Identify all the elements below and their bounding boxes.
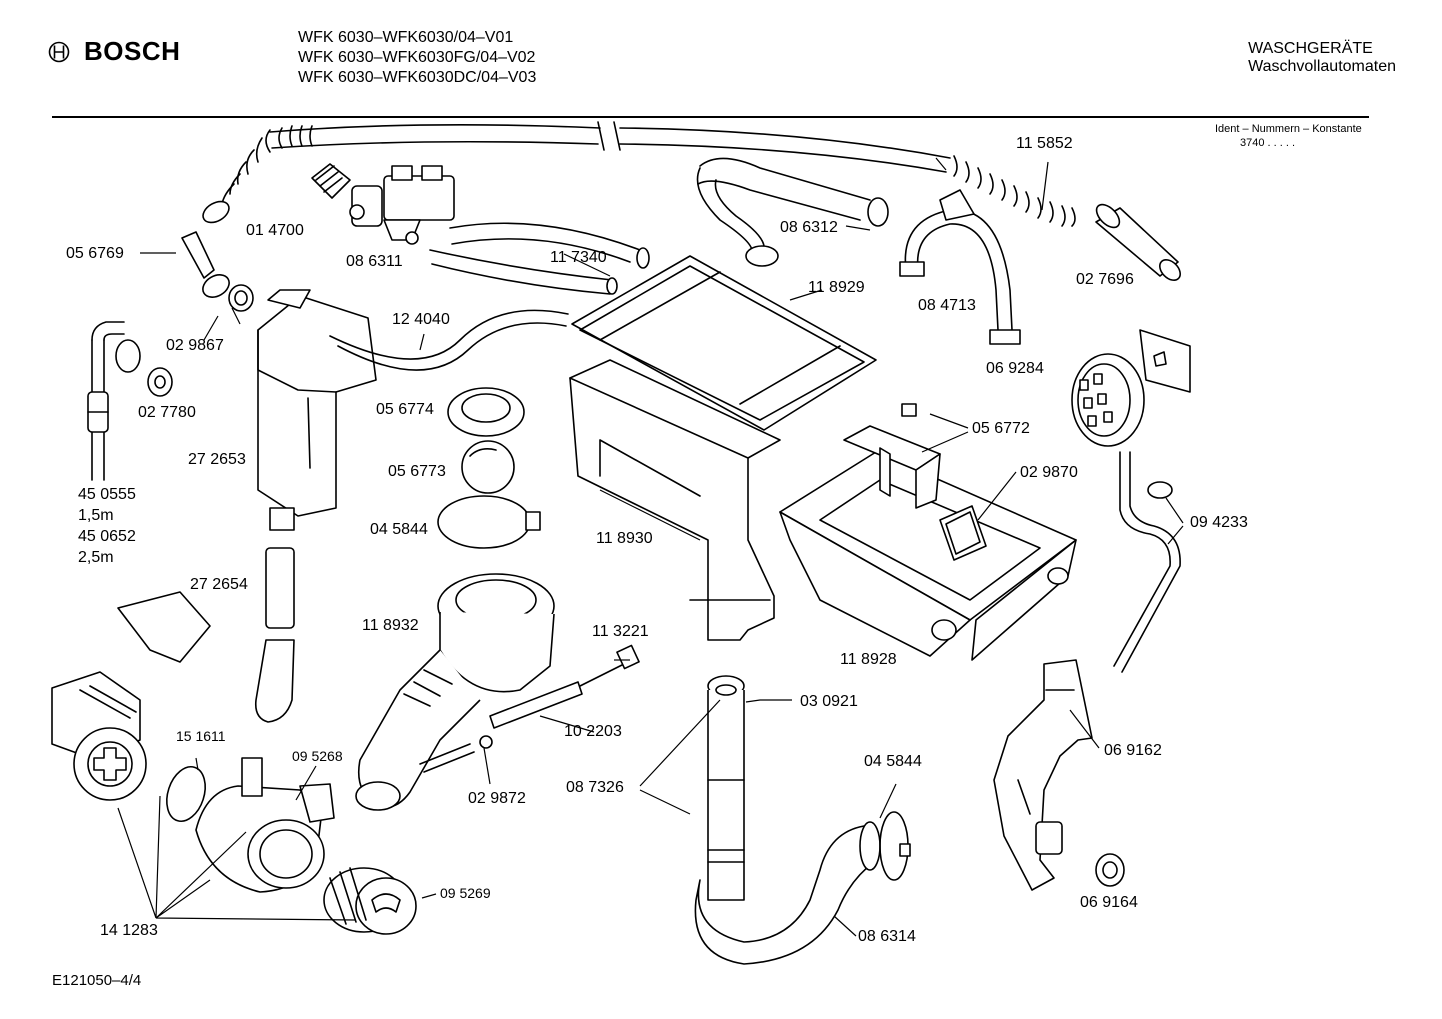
part-label-118932: 11 8932 <box>362 617 419 634</box>
part-label-086314: 08 6314 <box>858 928 916 945</box>
part-label-151611: 15 1611 <box>176 728 226 744</box>
part-label-094233: 09 4233 <box>1190 514 1248 531</box>
ident-label: Ident – Nummern – Konstante <box>1215 123 1362 135</box>
part-label-117340: 11 7340 <box>550 249 607 266</box>
part-label-124040: 12 4040 <box>392 311 450 328</box>
part-label-450652: 45 0652 <box>78 528 136 545</box>
hose-094233 <box>1113 451 1181 673</box>
brand-logo: BOSCH <box>48 36 180 67</box>
part-label-115852: 11 5852 <box>1016 135 1073 152</box>
inlet-hose-top <box>202 121 1076 227</box>
part-label-118930: 11 8930 <box>596 530 653 547</box>
valve-086311 <box>311 163 455 245</box>
part-label-027696: 02 7696 <box>1076 271 1134 288</box>
elbow-056769 <box>181 231 254 312</box>
seal-ball-clamp <box>437 387 541 549</box>
part-label-2-5m: 2,5m <box>78 549 114 566</box>
part-label-029872: 02 9872 <box>468 790 526 807</box>
hose-272654 <box>254 547 295 723</box>
pipe-027696 <box>1095 203 1181 281</box>
leader-lines <box>117 157 1184 937</box>
part-label-450555: 45 0555 <box>78 486 136 503</box>
pump-141283 <box>51 591 211 801</box>
model-line-2: WFK 6030–WFK6030FG/04–V02 <box>298 49 536 66</box>
part-label-087326: 08 7326 <box>566 779 624 796</box>
category-block: WASCHGERÄTE Waschvollautomaten <box>1248 40 1396 76</box>
drawer-118929 <box>571 255 877 431</box>
part-label-1-5m: 1,5m <box>78 507 114 524</box>
part-label-086312: 08 6312 <box>780 219 838 236</box>
filter-housing-095268 <box>195 757 335 893</box>
part-label-095269: 09 5269 <box>440 885 491 901</box>
part-label-069162: 06 9162 <box>1104 742 1162 759</box>
part-label-141283: 14 1283 <box>100 922 158 939</box>
housing-118930 <box>569 359 781 641</box>
tray-118928 <box>779 451 1077 661</box>
ring-151611 <box>166 765 206 823</box>
part-label-272653: 27 2653 <box>188 451 246 468</box>
filter-095269 <box>323 867 417 935</box>
part-label-030921: 03 0921 <box>800 693 858 710</box>
part-label-027780: 02 7780 <box>138 404 196 421</box>
cover-069162 <box>993 659 1093 891</box>
container-272653 <box>257 289 377 531</box>
model-line-1: WFK 6030–WFK6030/04–V01 <box>298 29 514 46</box>
pipe-087326 <box>707 675 745 901</box>
heater-rod <box>419 644 640 773</box>
part-label-029870: 02 9870 <box>1020 464 1078 481</box>
part-label-056769: 05 6769 <box>66 245 124 262</box>
part-label-029867: 02 9867 <box>166 337 224 354</box>
part-label-069164: 06 9164 <box>1080 894 1138 911</box>
pressure-switch-069284 <box>1071 329 1191 447</box>
bracket-084713 <box>899 189 1021 345</box>
part-label-113221: 11 3221 <box>592 623 649 640</box>
valve-056772 <box>843 403 987 561</box>
part-label-069284: 06 9284 <box>986 360 1044 377</box>
category-title: WASCHGERÄTE <box>1248 40 1373 57</box>
part-label-118929: 11 8929 <box>808 279 865 296</box>
part-label-086311: 08 6311 <box>346 253 403 270</box>
ident-value: 3740 . . . . . <box>1240 137 1296 149</box>
sump-118932 <box>355 573 555 811</box>
drain-hose-450555 <box>87 321 173 481</box>
part-label-056772: 05 6772 <box>972 420 1030 437</box>
part-label-084713: 08 4713 <box>918 297 976 314</box>
part-label-118928: 11 8928 <box>840 651 897 668</box>
category-subtitle: Waschvollautomaten <box>1248 58 1396 75</box>
hose-124040 <box>329 309 569 371</box>
hose-coil-right <box>953 155 1076 227</box>
hose-086314 <box>694 811 911 965</box>
part-label-045844-top: 04 5844 <box>370 521 428 538</box>
hose-086312 <box>696 157 889 267</box>
header-divider <box>52 116 1369 118</box>
model-list: WFK 6030–WFK6030/04–V01 WFK 6030–WFK6030… <box>298 28 536 88</box>
hose-117340 <box>429 222 650 295</box>
part-label-045844-bottom: 04 5844 <box>864 753 922 770</box>
bosch-armature-icon <box>48 41 70 62</box>
part-label-056774: 05 6774 <box>376 401 434 418</box>
part-label-014700: 01 4700 <box>246 222 304 239</box>
part-label-095268: 09 5268 <box>292 748 343 764</box>
part-label-056773: 05 6773 <box>388 463 446 480</box>
plug-069164 <box>1095 853 1125 887</box>
part-label-272654: 27 2654 <box>190 576 248 593</box>
brand-name: BOSCH <box>84 36 181 66</box>
part-label-102203: 10 2203 <box>564 723 622 740</box>
drawing-code: E121050–4/4 <box>52 972 142 989</box>
model-line-3: WFK 6030–WFK6030DC/04–V03 <box>298 69 537 86</box>
